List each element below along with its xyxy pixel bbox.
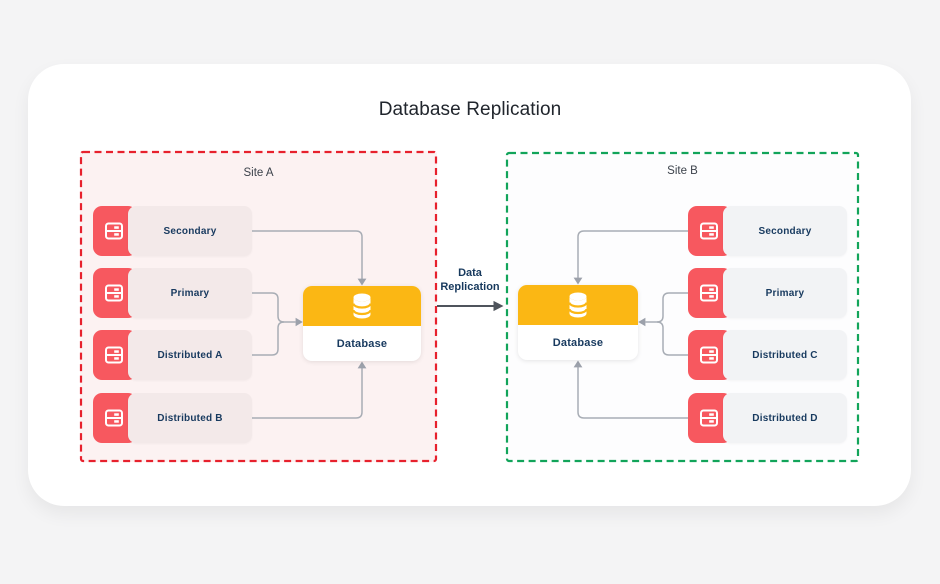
database-label: Database — [552, 336, 604, 349]
server-node-distributed-a-site-a[interactable]: Distributed A — [93, 330, 252, 380]
database-node-site-a[interactable]: Database — [303, 286, 421, 361]
diagram-title: Database Replication — [378, 99, 562, 120]
database-node-site-b[interactable]: Database — [518, 285, 638, 360]
data-replication-label: Data Replication — [433, 266, 507, 294]
server-node-label: Primary — [723, 268, 847, 318]
server-node-distributed-c-site-b[interactable]: Distributed C — [688, 330, 847, 380]
server-node-label: Distributed B — [128, 393, 252, 443]
server-node-secondary-site-a[interactable]: Secondary — [93, 206, 252, 256]
server-node-label: Primary — [128, 268, 252, 318]
database-label: Database — [336, 337, 388, 350]
server-node-label: Secondary — [128, 206, 252, 256]
server-node-label: Distributed D — [723, 393, 847, 443]
database-icon — [303, 286, 421, 326]
server-node-secondary-site-b[interactable]: Secondary — [688, 206, 847, 256]
server-node-label: Secondary — [723, 206, 847, 256]
site-a-label: Site A — [243, 167, 274, 179]
server-node-distributed-d-site-b[interactable]: Distributed D — [688, 393, 847, 443]
site-b-label: Site B — [667, 165, 698, 177]
data-replication-line2: Replication — [440, 281, 500, 293]
server-node-distributed-b-site-a[interactable]: Distributed B — [93, 393, 252, 443]
server-node-label: Distributed A — [128, 330, 252, 380]
data-replication-line1: Data — [458, 267, 482, 279]
server-node-primary-site-b[interactable]: Primary — [688, 268, 847, 318]
server-node-primary-site-a[interactable]: Primary — [93, 268, 252, 318]
server-node-label: Distributed C — [723, 330, 847, 380]
database-icon — [518, 285, 638, 325]
